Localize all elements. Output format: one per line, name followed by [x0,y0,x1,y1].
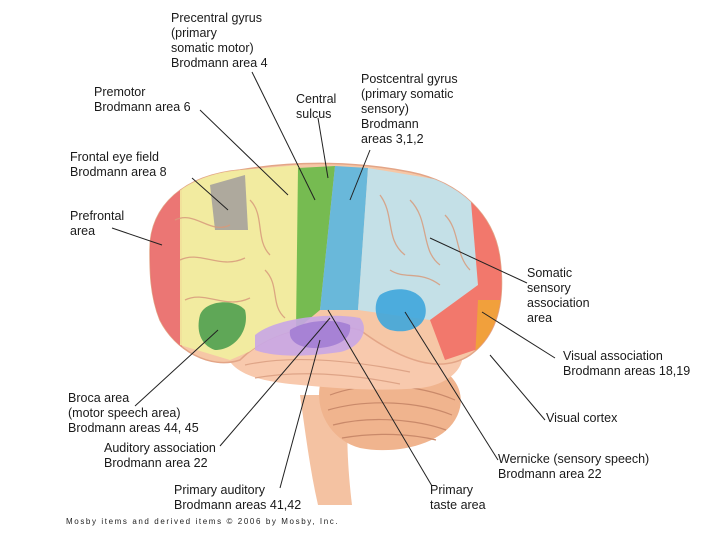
label-visual-association: Visual association Brodmann areas 18,19 [563,349,691,378]
somatic-assoc-region [358,168,478,320]
label-somatic-sensory-association: Somatic sensory association area [527,266,590,325]
label-broca-area: Broca area (motor speech area) Brodmann … [68,391,199,435]
label-primary-auditory: Primary auditory Brodmann areas 41,42 [174,483,302,512]
label-postcentral-gyrus: Postcentral gyrus (primary somatic senso… [361,72,458,146]
label-auditory-association: Auditory association Brodmann area 22 [104,441,216,470]
label-visual-cortex: Visual cortex [546,411,618,425]
gyri-lines [174,194,471,319]
broca-region [198,302,246,350]
visual-cortex-region [475,300,502,360]
label-central-sulcus: Central sulcus [296,92,337,121]
motor-region [296,166,335,330]
wernicke-region [375,289,426,332]
label-frontal-eye-field: Frontal eye field Brodmann area 8 [70,150,167,179]
label-wernicke: Wernicke (sensory speech) Brodmann area … [498,452,650,481]
leader-lines [111,71,556,489]
label-prefrontal-area: Prefrontal area [70,209,125,238]
primary-auditory-region [289,320,351,349]
frontal-eye-region [210,175,248,230]
label-premotor: Premotor Brodmann area 6 [94,85,191,114]
central-region [320,166,368,310]
label-precentral-gyrus: Precentral gyrus (primary somatic motor)… [171,11,268,70]
label-primary-taste-area: Primary taste area [430,483,486,512]
temporal-gyri-lines [244,359,411,385]
copyright-credit: Mosby items and derived items © 2006 by … [66,517,340,526]
